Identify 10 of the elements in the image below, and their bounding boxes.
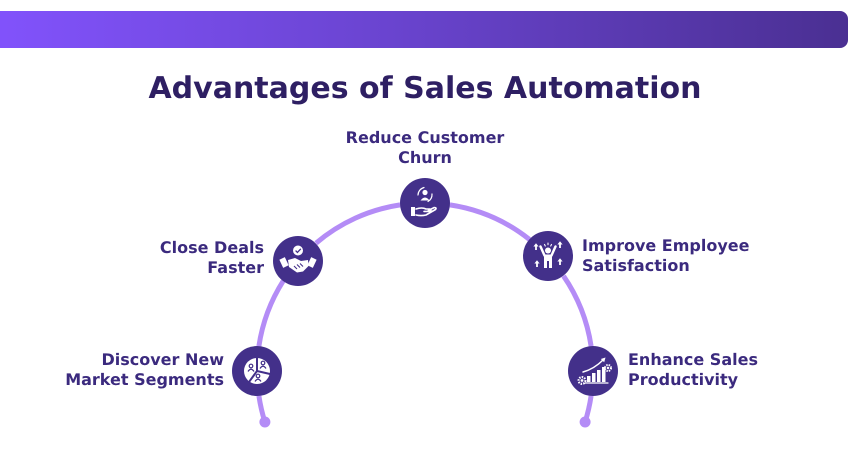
item-label: Improve Employee Satisfaction	[582, 236, 750, 276]
item-label: Close Deals Faster	[158, 238, 264, 278]
arc-connector	[449, 202, 531, 242]
title: Advantages of Sales Automation	[148, 71, 702, 106]
item-label: Enhance Sales Productivity	[628, 350, 759, 390]
arc-connector	[561, 274, 594, 347]
arc-connector	[256, 280, 286, 347]
item-label: Discover New Market Segments	[64, 350, 224, 390]
item-label: Reduce Customer Churn	[344, 128, 506, 168]
arc-connector	[314, 202, 401, 246]
